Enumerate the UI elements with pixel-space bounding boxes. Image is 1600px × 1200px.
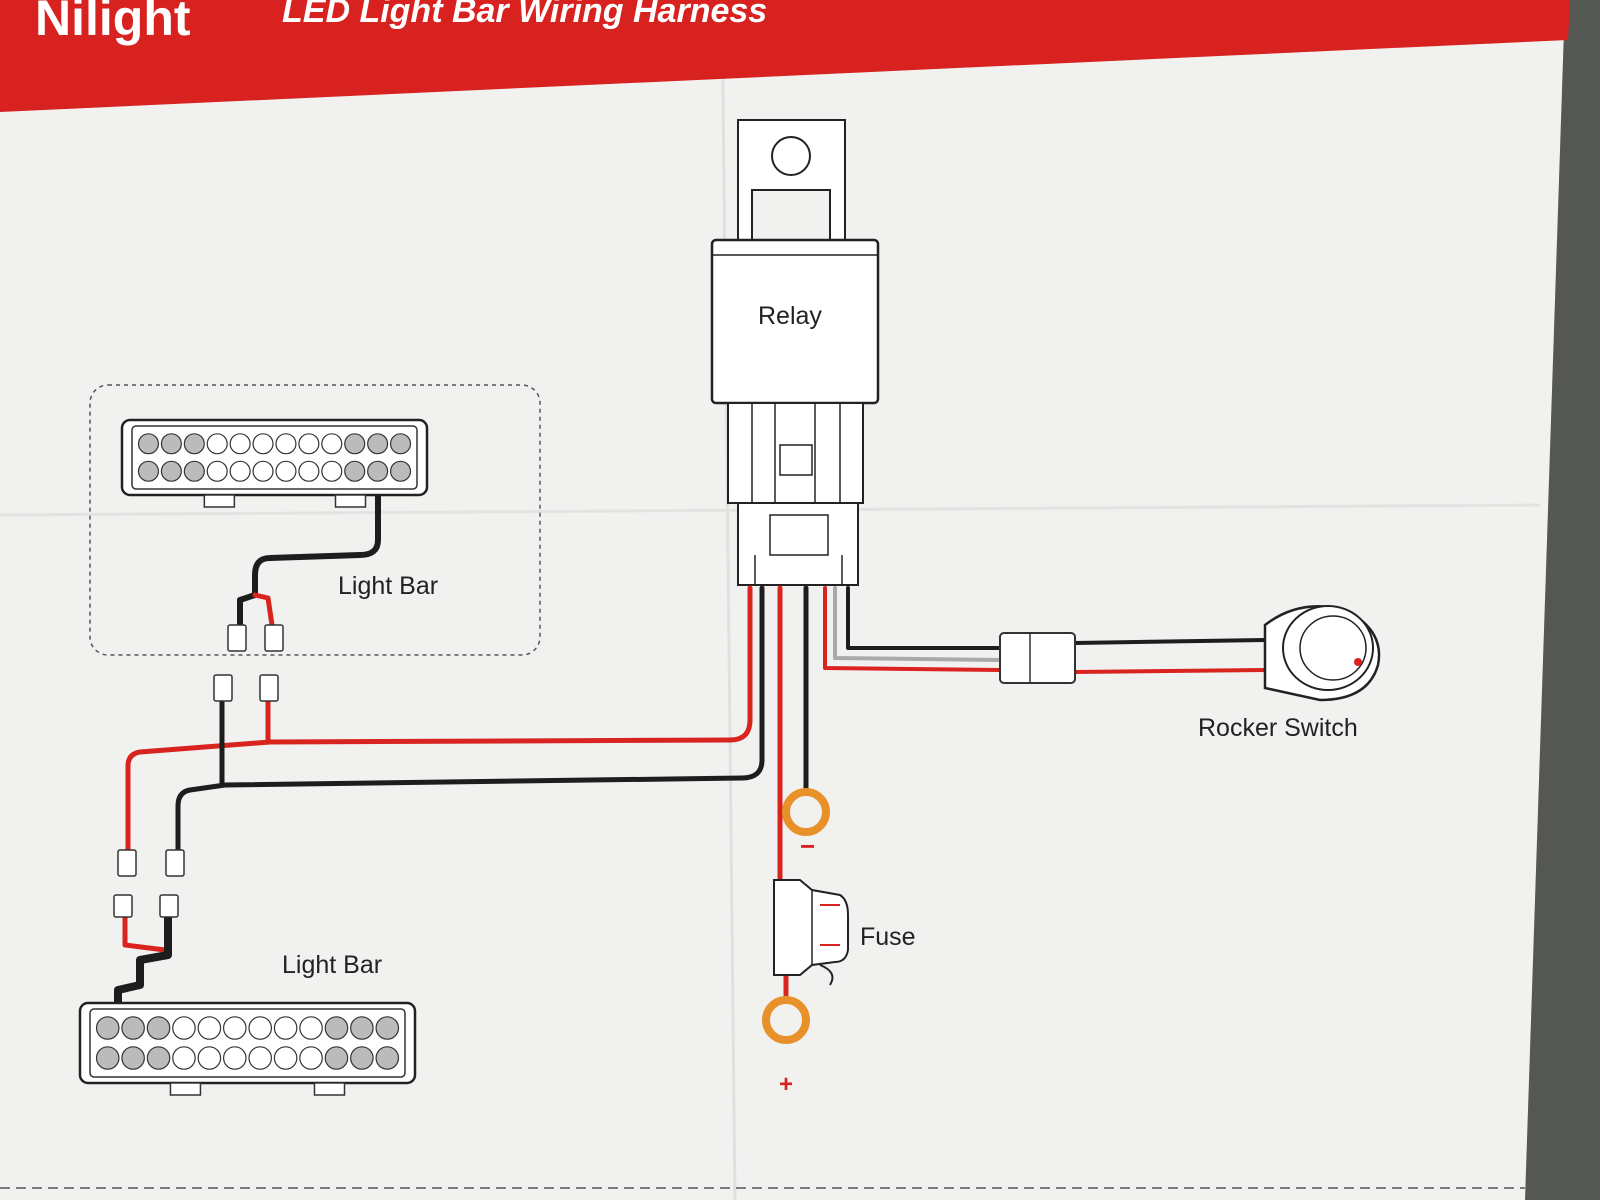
- top-light-bar-label: Light Bar: [338, 572, 438, 600]
- bottom-light-bar: [78, 1001, 417, 1096]
- bottom-light-bar-label: Light Bar: [282, 951, 382, 979]
- led-icon: [321, 460, 343, 482]
- led-icon: [375, 1016, 400, 1040]
- led-icon: [275, 460, 297, 482]
- connector-bottom-bar-red: [113, 894, 133, 918]
- led-icon: [389, 460, 412, 482]
- paper-fold-vertical: [720, 0, 737, 1200]
- positive-ring-terminal: [762, 996, 810, 1044]
- led-icon: [121, 1046, 145, 1070]
- led-icon: [252, 460, 274, 482]
- led-icon: [146, 1016, 171, 1040]
- brand-logo: Nilight: [35, 0, 191, 46]
- led-icon: [367, 433, 389, 455]
- led-icon: [299, 1016, 323, 1040]
- led-icon: [183, 433, 205, 455]
- connector-harness-top-red: [259, 674, 279, 702]
- wire-top-lightbar-pigtail-red: [252, 592, 275, 628]
- led-icon: [321, 433, 343, 455]
- led-icon: [324, 1016, 349, 1040]
- negative-sign: −: [800, 831, 815, 861]
- led-icon: [229, 433, 251, 455]
- led-icon: [344, 433, 366, 455]
- led-icon: [367, 460, 389, 482]
- led-icon: [275, 433, 297, 455]
- wire-red-switch: [823, 586, 1002, 672]
- led-icon: [160, 433, 182, 455]
- mount-bracket: [203, 494, 236, 508]
- led-icon: [160, 460, 182, 482]
- led-icon: [324, 1046, 349, 1070]
- wire-black-lightbar-ground: [175, 585, 765, 853]
- rocker-switch-led-icon: [1354, 658, 1362, 666]
- rocker-switch-label: Rocker Switch: [1198, 714, 1358, 742]
- led-icon: [389, 433, 412, 455]
- led-icon: [350, 1016, 374, 1040]
- led-icon: [197, 1016, 222, 1040]
- led-icon: [172, 1046, 196, 1070]
- led-icon: [273, 1016, 298, 1040]
- led-icon: [252, 433, 274, 455]
- mount-bracket: [169, 1082, 202, 1096]
- led-icon: [137, 460, 160, 482]
- led-icon: [375, 1046, 400, 1070]
- led-icon: [350, 1046, 374, 1070]
- mount-bracket: [313, 1082, 346, 1096]
- relay-label: Relay: [758, 302, 822, 330]
- connector-top-bar-black: [227, 624, 247, 652]
- led-icon: [137, 433, 160, 455]
- led-icon: [273, 1046, 298, 1070]
- wire-bottom-lightbar-pigtail-black: [114, 901, 172, 1009]
- led-icon: [121, 1016, 145, 1040]
- led-icon: [172, 1016, 196, 1040]
- led-icon: [248, 1016, 273, 1040]
- led-icon: [222, 1046, 247, 1070]
- fuse-label: Fuse: [860, 923, 916, 951]
- header-subtitle: LED Light Bar Wiring Harness: [282, 0, 767, 30]
- negative-ring-terminal: [782, 788, 830, 836]
- wire-black-switch: [846, 586, 1002, 650]
- led-icon: [248, 1046, 273, 1070]
- led-icon: [206, 433, 228, 455]
- wiring: [114, 492, 1267, 1009]
- led-icon: [344, 460, 366, 482]
- led-icon: [222, 1016, 247, 1040]
- mount-bracket: [334, 494, 367, 508]
- led-icon: [95, 1016, 120, 1040]
- wire-bottom-lightbar-pigtail-red: [122, 902, 168, 953]
- relay: Relay: [710, 119, 880, 586]
- rocker-switch: [1263, 605, 1381, 702]
- led-icon: [298, 460, 320, 482]
- wire-top-lightbar-pigtail-black: [237, 492, 381, 628]
- switch-inline-connector: [999, 632, 1076, 684]
- positive-sign: +: [779, 1071, 793, 1098]
- led-icon: [229, 460, 251, 482]
- led-icon: [206, 460, 228, 482]
- fuse-holder-body: [773, 879, 849, 976]
- connector-harness-bottom-black: [165, 849, 185, 877]
- connector-harness-bottom-red: [117, 849, 137, 877]
- led-icon: [298, 433, 320, 455]
- led-icon: [146, 1046, 171, 1070]
- top-light-bar: [120, 418, 429, 508]
- connector-harness-top-black: [213, 674, 233, 702]
- wire-white-switch: [833, 586, 1002, 662]
- led-icon: [197, 1046, 222, 1070]
- connector-bottom-bar-black: [159, 894, 179, 918]
- led-icon: [183, 460, 205, 482]
- led-icon: [299, 1046, 323, 1070]
- header-band: [0, 0, 1570, 112]
- relay-mount-hole: [771, 136, 811, 176]
- spade-connectors: [113, 624, 284, 918]
- connector-top-bar-red: [264, 624, 284, 652]
- led-icon: [95, 1046, 120, 1070]
- fuse-holder: [773, 879, 849, 986]
